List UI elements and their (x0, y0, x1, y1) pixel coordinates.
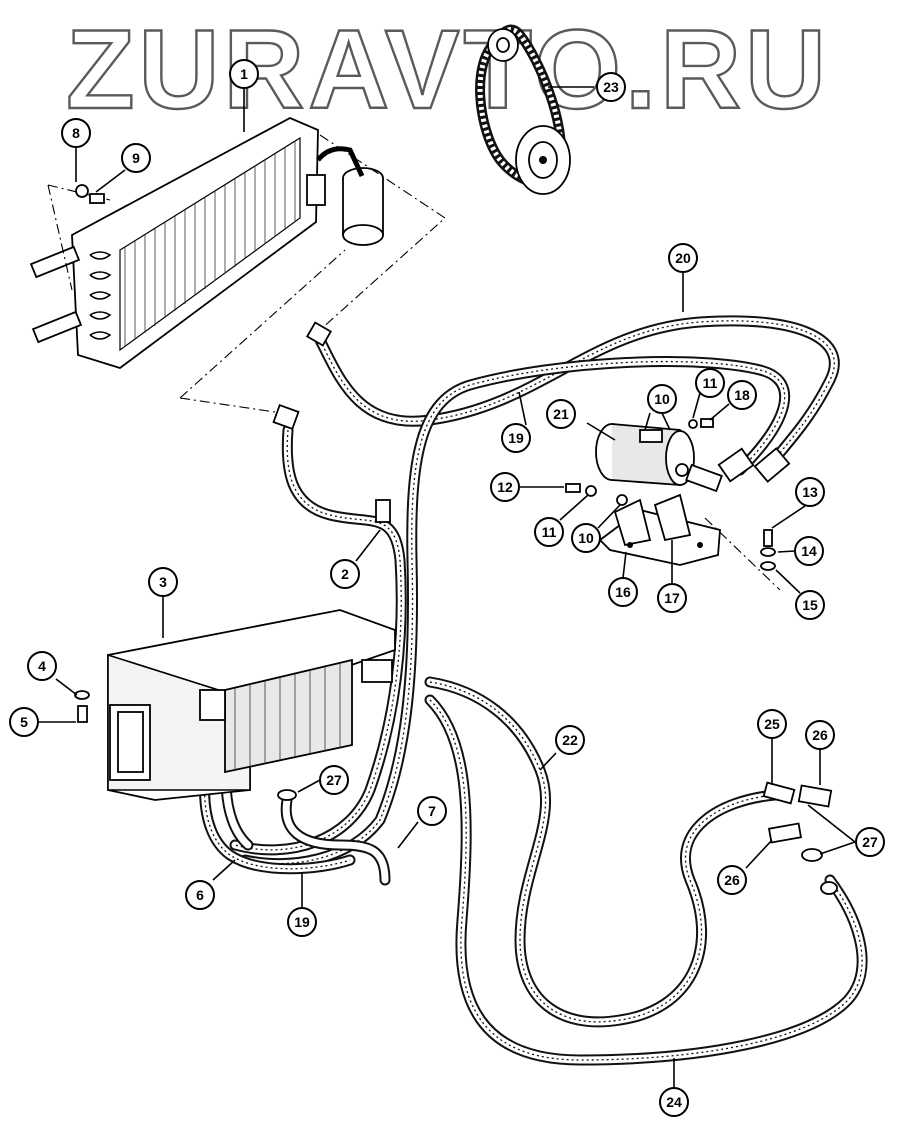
svg-text:7: 7 (428, 803, 436, 819)
hose-fittings (762, 781, 838, 895)
drive-belt-pulley (475, 24, 571, 195)
callout-27-right: 27 (855, 827, 885, 857)
svg-text:19: 19 (508, 430, 524, 446)
svg-text:24: 24 (666, 1094, 682, 1110)
callout-1: 1 (229, 59, 259, 89)
evaporator-housing (74, 609, 396, 801)
svg-text:16: 16 (615, 584, 631, 600)
callout-22: 22 (555, 725, 585, 755)
callout-25: 25 (757, 709, 787, 739)
callout-7: 7 (417, 796, 447, 826)
svg-text:14: 14 (801, 543, 817, 559)
callout-13: 13 (795, 477, 825, 507)
compressor-assembly (595, 423, 723, 493)
compressor-hardware (565, 418, 781, 591)
callout-3: 3 (148, 567, 178, 597)
svg-text:1: 1 (240, 66, 248, 82)
callout-4: 4 (27, 651, 57, 681)
svg-text:26: 26 (724, 872, 740, 888)
svg-text:10: 10 (578, 530, 594, 546)
callout-19-top: 19 (501, 423, 531, 453)
callout-12: 12 (490, 472, 520, 502)
svg-text:3: 3 (159, 574, 167, 590)
callout-5: 5 (9, 707, 39, 737)
svg-text:11: 11 (703, 375, 718, 391)
callout-11-bottom: 11 (534, 517, 564, 547)
svg-text:10: 10 (654, 391, 670, 407)
svg-text:9: 9 (132, 150, 140, 166)
callout-15: 15 (795, 590, 825, 620)
compressor-bracket (598, 493, 721, 566)
svg-text:18: 18 (734, 387, 750, 403)
callout-24: 24 (659, 1087, 689, 1117)
svg-text:11: 11 (542, 524, 557, 540)
svg-text:27: 27 (862, 834, 878, 850)
svg-text:19: 19 (294, 914, 310, 930)
svg-text:2: 2 (341, 566, 349, 582)
svg-text:17: 17 (664, 590, 680, 606)
callout-26-top: 26 (805, 720, 835, 750)
callout-26-bottom: 26 (717, 865, 747, 895)
condenser-assembly (29, 117, 384, 369)
callout-2: 2 (330, 559, 360, 589)
callout-11-top: 11 (695, 368, 725, 398)
callout-14: 14 (794, 536, 824, 566)
callout-23: 23 (596, 72, 626, 102)
svg-text:22: 22 (562, 732, 578, 748)
callout-27-left: 27 (319, 765, 349, 795)
leader-lines (38, 86, 856, 1088)
watermark-text: ZURAVTO.RU (66, 7, 830, 132)
svg-text:15: 15 (802, 597, 818, 613)
svg-text:13: 13 (802, 484, 818, 500)
callout-6: 6 (185, 880, 215, 910)
svg-text:12: 12 (497, 479, 513, 495)
condenser-hardware (75, 184, 105, 204)
callout-18: 18 (727, 380, 757, 410)
svg-text:21: 21 (553, 406, 569, 422)
callout-19-bottom: 19 (287, 907, 317, 937)
svg-text:4: 4 (38, 658, 46, 674)
callout-20: 20 (668, 243, 698, 273)
svg-text:5: 5 (20, 714, 28, 730)
callout-9: 9 (121, 143, 151, 173)
svg-text:6: 6 (196, 887, 204, 903)
svg-text:8: 8 (72, 125, 80, 141)
callout-10-top: 10 (647, 384, 677, 414)
callout-17: 17 (657, 583, 687, 613)
callout-16: 16 (608, 577, 638, 607)
svg-text:26: 26 (812, 727, 828, 743)
svg-text:20: 20 (675, 250, 691, 266)
svg-text:27: 27 (326, 772, 342, 788)
callout-10-bottom: 10 (571, 523, 601, 553)
callout-21: 21 (546, 399, 576, 429)
callout-8: 8 (61, 118, 91, 148)
svg-text:23: 23 (603, 79, 619, 95)
svg-text:25: 25 (764, 716, 780, 732)
